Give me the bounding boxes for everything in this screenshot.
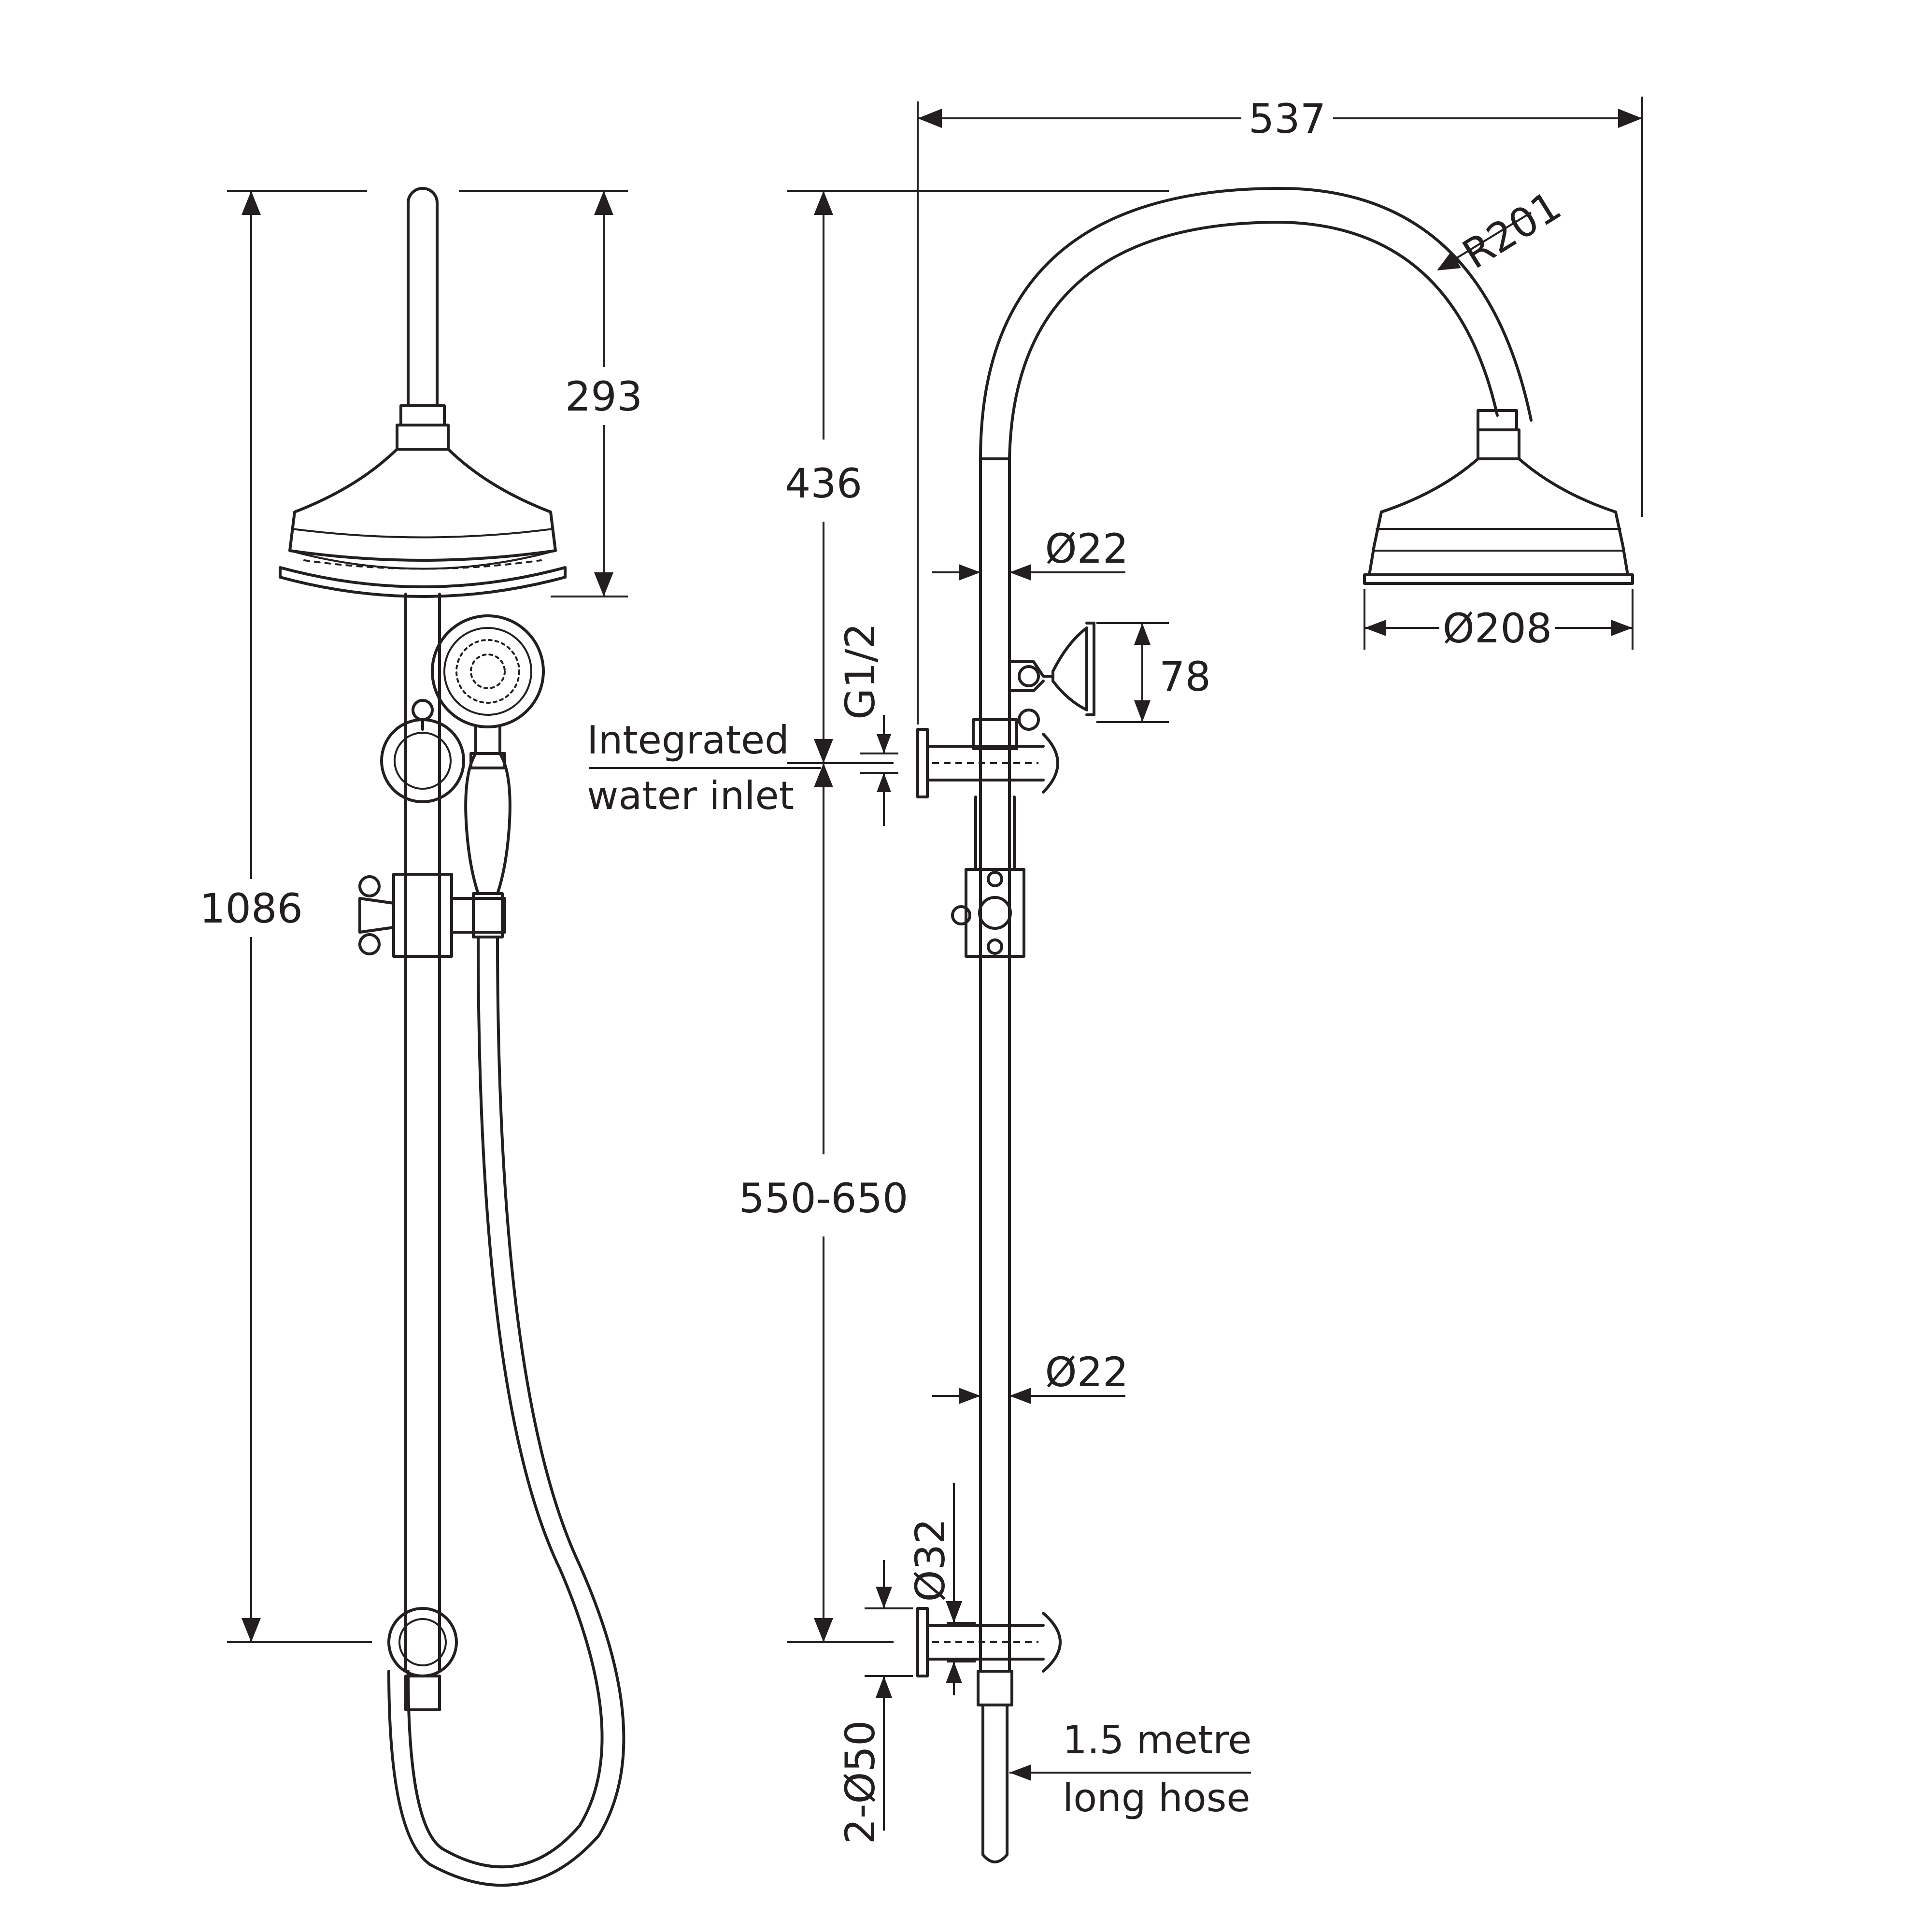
dim-78-arrow-top xyxy=(1134,623,1151,645)
side-head-neck xyxy=(1477,428,1520,460)
side-lower-knob xyxy=(1042,1612,1062,1673)
side-handshower-face xyxy=(1085,622,1095,716)
dim-293-label: 293 xyxy=(565,373,642,420)
dim-d208-arrow-left xyxy=(1364,620,1386,636)
dim-d22b-arrow-right xyxy=(1009,1388,1031,1404)
side-lower-arm xyxy=(926,1624,1045,1661)
dim-g12-arrow-bottom xyxy=(877,773,891,792)
side-upper-wall-flange xyxy=(916,728,929,798)
dim-d32-arrow-top xyxy=(946,1601,962,1623)
dim-d50-arrow-top xyxy=(876,1587,892,1608)
front-upper-bracket-cap xyxy=(412,699,434,721)
front-hose xyxy=(407,936,604,1869)
hose-note-line2: long hose xyxy=(1063,1776,1250,1820)
dim-436-arrow-bottom xyxy=(814,739,833,763)
dim-d32-label: Ø32 xyxy=(907,1518,954,1602)
dim-d208-label: Ø208 xyxy=(1443,605,1552,652)
dim-293-arrow-bottom xyxy=(594,572,613,597)
inlet-note-line1: Integrated xyxy=(587,718,789,763)
dim-78-arrow-bottom xyxy=(1134,700,1151,722)
dim-r201-label: R201 xyxy=(1454,182,1569,278)
hose-note-arrow xyxy=(1009,1764,1031,1781)
front-handshower-spray xyxy=(455,639,520,704)
dim-436-arrow-top xyxy=(814,191,833,215)
side-diverter-handle-bottom xyxy=(987,938,1003,955)
side-hose-outlet xyxy=(977,1670,1013,1706)
front-head-rim xyxy=(279,566,567,598)
dim-g12-label: G1/2 xyxy=(837,623,884,720)
front-diverter-connector xyxy=(472,892,504,938)
dim-d50-label: 2-Ø50 xyxy=(837,1720,884,1845)
hose-note-line1: 1.5 metre xyxy=(1063,1718,1252,1762)
side-upper-arm xyxy=(926,745,1045,781)
front-diverter-handle-top xyxy=(358,875,381,897)
front-diverter-handle-bottom xyxy=(358,933,381,955)
front-lower-bracket-inner xyxy=(398,1618,447,1666)
front-head-nozzles xyxy=(303,559,542,570)
side-head-rim xyxy=(1363,573,1634,585)
dim-78-label: 78 xyxy=(1159,653,1211,700)
front-diverter-outlet xyxy=(450,897,506,934)
front-hose-outlet xyxy=(404,1675,441,1711)
front-shower-head xyxy=(288,448,557,562)
dim-293-arrow-top xyxy=(594,191,613,215)
front-handshower-face-inner xyxy=(443,627,532,716)
front-rail xyxy=(404,593,441,1673)
dim-d32-arrow-bottom xyxy=(946,1662,962,1683)
dim-d208-arrow-right xyxy=(1611,620,1633,636)
side-diverter-handle xyxy=(951,905,971,925)
dim-d22b-arrow-left xyxy=(959,1388,980,1404)
side-shower-head xyxy=(1368,457,1629,576)
dim-537-arrow-right xyxy=(1618,109,1642,128)
dim-550-label: 550-650 xyxy=(739,1175,909,1222)
dim-d22a-arrow-left xyxy=(959,564,980,581)
side-upper-collar xyxy=(972,718,1018,750)
dim-r201-arrow xyxy=(1437,251,1461,270)
side-diverter-body xyxy=(965,868,1025,958)
dim-d22a-arrow-right xyxy=(1009,564,1031,581)
dim-g12-arrow-top xyxy=(877,734,891,753)
side-arc-inner xyxy=(1008,221,1499,460)
side-diverter-knob xyxy=(978,896,1012,930)
side-handshower-cradle xyxy=(1008,660,1054,692)
front-head-neck xyxy=(396,424,450,451)
front-handshower-face xyxy=(431,614,545,728)
dim-1086-arrow-top xyxy=(242,191,261,215)
front-handshower-spray-inner xyxy=(470,653,506,689)
front-top-pipe xyxy=(407,187,439,407)
side-lower-wall-flange xyxy=(916,1607,929,1677)
dim-1086-label: 1086 xyxy=(199,885,303,932)
side-handshower xyxy=(1051,626,1088,711)
side-diverter-handle-top xyxy=(987,871,1003,887)
dim-d22a-label: Ø22 xyxy=(1045,525,1128,572)
side-arc-outer xyxy=(979,186,1533,460)
front-swivel-joint xyxy=(399,404,446,426)
dim-537-label: 537 xyxy=(1249,95,1326,142)
front-diverter-body xyxy=(392,873,453,958)
inlet-note-line2: water inlet xyxy=(587,773,794,818)
side-view: 537 R201 436 550-650 G1/2 Integrated wat… xyxy=(587,95,1643,1863)
dim-436-label: 436 xyxy=(785,460,862,507)
side-riser xyxy=(979,457,1011,1673)
front-hose-inner xyxy=(387,936,625,1887)
front-head-ring xyxy=(291,528,554,539)
side-upper-knob xyxy=(1042,733,1059,794)
dim-r201-leader xyxy=(1443,212,1532,267)
dim-550-arrow-bottom xyxy=(814,1618,833,1642)
dim-537-arrow-left xyxy=(918,109,942,128)
dim-d50-arrow-bottom xyxy=(876,1676,892,1698)
side-hose xyxy=(981,1704,1009,1863)
front-diverter-handle xyxy=(358,897,395,934)
front-handshower-collar xyxy=(469,752,506,769)
side-upper-knob-cap xyxy=(1018,709,1040,731)
dim-d22b-label: Ø22 xyxy=(1045,1349,1128,1396)
dim-1086-arrow-bottom xyxy=(242,1618,261,1642)
side-cradle-pivot xyxy=(1018,665,1040,687)
front-view: 1086 293 xyxy=(199,187,642,1887)
dim-550-arrow-top xyxy=(814,763,833,787)
front-upper-bracket-inner xyxy=(394,732,452,790)
front-handshower-handle xyxy=(464,725,511,895)
